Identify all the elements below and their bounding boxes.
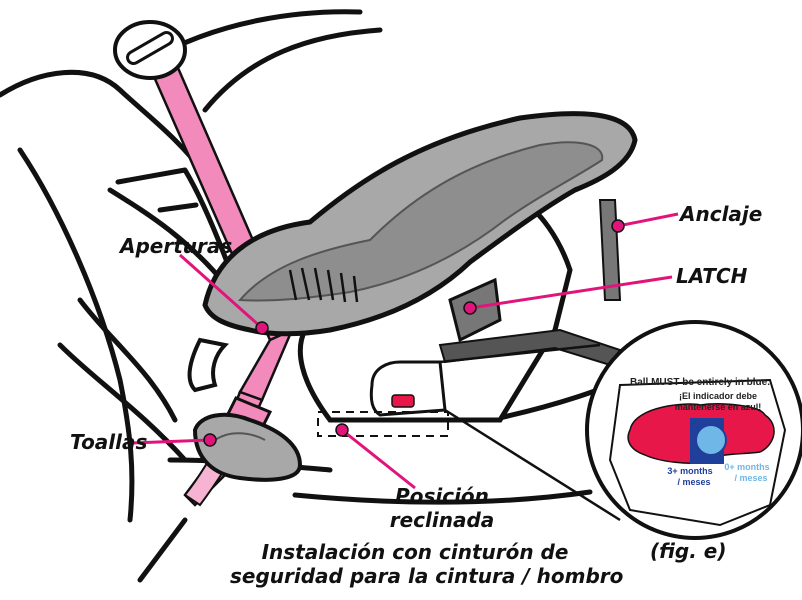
indicator-range-b-line1: 0+ months (724, 462, 769, 472)
indicator-range-a-line1: 3+ months (667, 466, 712, 476)
anchor-label: Anclaje (680, 202, 762, 226)
indicator-spanish-line1: ¡El indicador debe (679, 391, 757, 401)
recline-label-line1: Posición (372, 484, 512, 508)
recline-indicator-magnified (587, 322, 802, 538)
indicator-heading: Ball MUST be entirely in blue. (630, 377, 770, 388)
figure-number: (fig. e) (650, 539, 726, 563)
recline-label-line2: reclinada (372, 508, 512, 532)
indicator-spanish-line2: mantenerse en azul! (675, 402, 762, 412)
recline-position-label: Posición reclinada (372, 484, 512, 532)
indicator-range-b-line2: / meses (734, 473, 767, 483)
openings-label: Aperturas (120, 234, 232, 258)
latch-label: LATCH (676, 264, 747, 288)
figure-caption: Instalación con cinturón de seguridad pa… (230, 540, 600, 588)
indicator-range-a-line2: / meses (677, 477, 710, 487)
towels-label: Toallas (70, 430, 147, 454)
caption-line1: Instalación con cinturón de (230, 540, 600, 564)
caption-line2: seguridad para la cintura / hombro (230, 564, 600, 588)
belt-guide-ring (115, 22, 185, 78)
